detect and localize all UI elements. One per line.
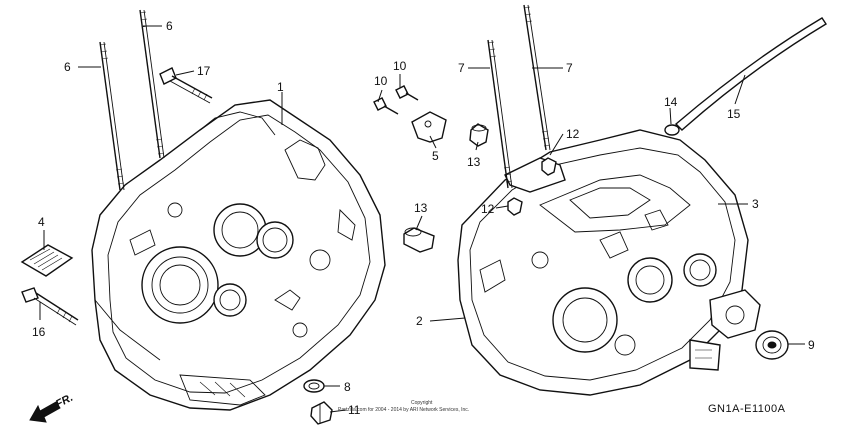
stud-bolt-right-1[interactable] — [487, 39, 513, 189]
arrow-icon — [29, 401, 61, 423]
callout-7-right: 7 — [566, 61, 573, 75]
callout-12-lower: 12 — [481, 202, 495, 216]
dowel-pin-13-lower[interactable] — [403, 227, 435, 253]
sealing-washer-8[interactable] — [303, 379, 325, 393]
stud-bolt-left-long[interactable] — [99, 41, 125, 191]
tube-clip-14[interactable] — [664, 124, 680, 136]
copyright-line-2: Partzilla.com for 2004 - 2014 by ARI Net… — [338, 407, 469, 413]
front-direction-indicator: FR. — [29, 392, 75, 423]
callout-9: 9 — [808, 338, 815, 352]
oil-strainer-screen-4[interactable] — [20, 244, 74, 277]
dowel-pin-12-lower[interactable] — [507, 197, 523, 216]
flange-bolt-17[interactable] — [159, 67, 213, 104]
left-crankcase-half[interactable] — [91, 99, 386, 411]
bolt-10-lower[interactable] — [373, 97, 399, 115]
callout-5: 5 — [432, 149, 439, 163]
callout-17: 17 — [197, 64, 211, 78]
callout-7-left: 7 — [458, 61, 465, 75]
callout-8: 8 — [344, 380, 351, 394]
callout-10-right: 10 — [393, 59, 407, 73]
callout-3: 3 — [752, 197, 759, 211]
callout-6-left: 6 — [64, 60, 71, 74]
callout-12-upper: 12 — [566, 127, 580, 141]
callout-16: 16 — [32, 325, 46, 339]
flange-bolt-16[interactable] — [21, 287, 79, 326]
stud-bolt-left-tall[interactable] — [139, 9, 165, 159]
leader-lines — [39, 25, 805, 413]
right-crankcase-half[interactable] — [457, 129, 761, 396]
bolt-10-upper[interactable] — [395, 85, 419, 101]
callout-6-top: 6 — [166, 19, 173, 33]
callout-11: 11 — [348, 403, 361, 417]
diagram-code: GN1A-E1100A — [708, 403, 786, 415]
callout-14: 14 — [664, 95, 678, 109]
copyright-line-1: Copyright — [411, 400, 433, 406]
breather-tube-15[interactable] — [674, 17, 827, 131]
callout-1: 1 — [277, 80, 284, 94]
callout-10-left: 10 — [374, 74, 388, 88]
stud-bolt-right-2[interactable] — [523, 4, 551, 151]
oil-seal-9[interactable] — [755, 330, 789, 360]
front-label: FR. — [54, 392, 75, 411]
callout-13-upper: 13 — [467, 155, 481, 169]
dowel-pin-12-upper[interactable] — [541, 157, 557, 176]
bracket-5[interactable] — [411, 111, 447, 143]
dowel-pin-13-upper[interactable] — [469, 123, 489, 147]
callout-15: 15 — [727, 107, 741, 121]
drain-bolt-11[interactable] — [310, 401, 333, 425]
callout-13-lower: 13 — [414, 201, 428, 215]
callout-2: 2 — [416, 314, 423, 328]
callout-4: 4 — [38, 215, 45, 229]
